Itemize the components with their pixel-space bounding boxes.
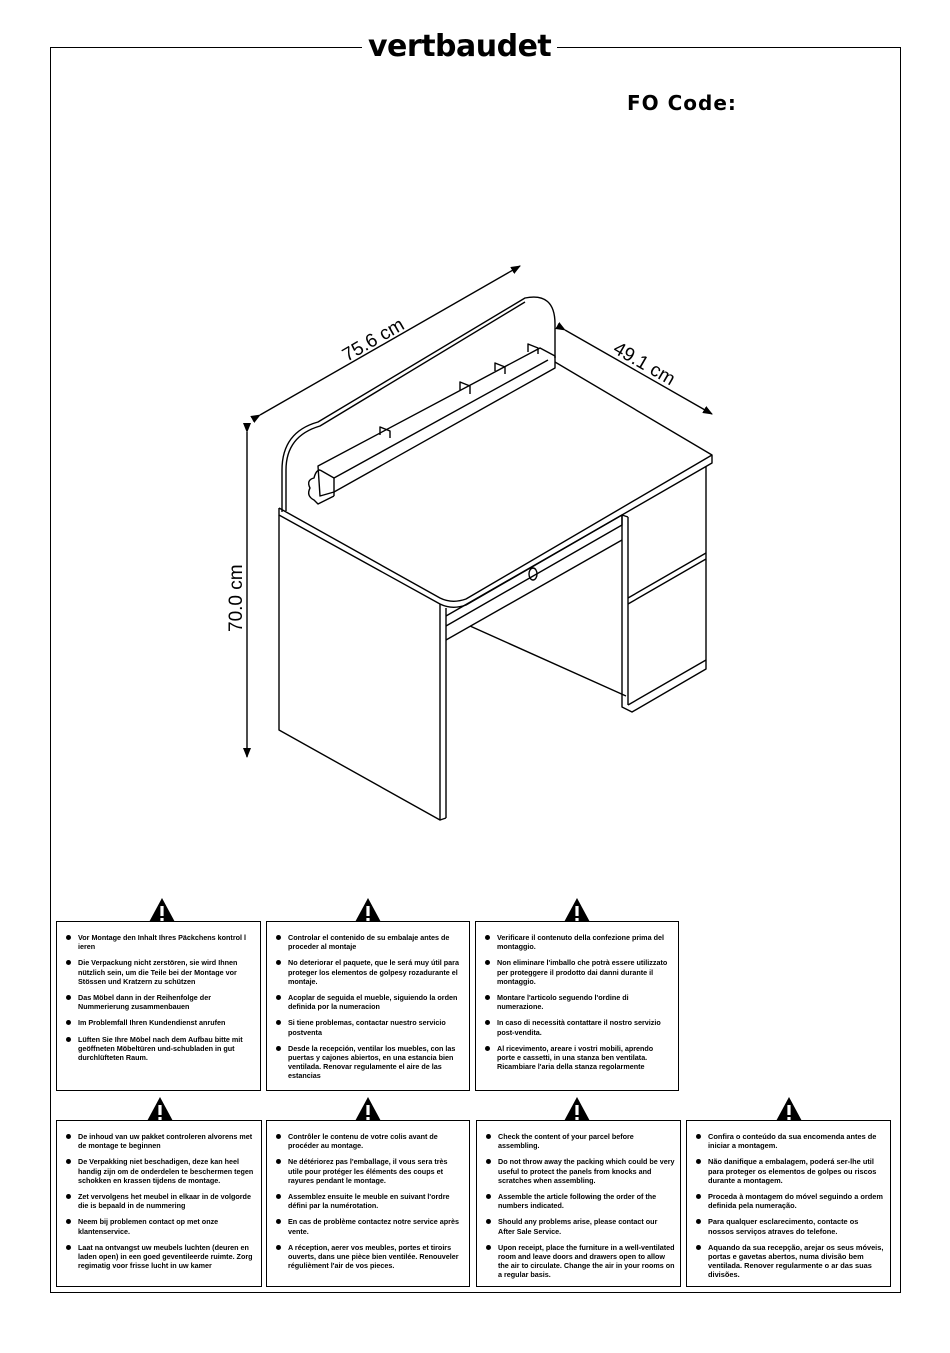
list-item: Lüften Sie Ihre Möbel nach dem Aufbau bi… bbox=[63, 1035, 255, 1063]
list-item: Contrôler le contenu de votre colis avan… bbox=[273, 1132, 464, 1150]
width-dimension-line bbox=[250, 265, 521, 423]
list-item: Montare l'articolo seguendo l'ordine di … bbox=[482, 993, 673, 1011]
fo-code-label: FO Code: bbox=[627, 91, 737, 115]
list-item: Acoplar de seguida el mueble, siguiendo … bbox=[273, 993, 464, 1011]
depth-label: 49.1 cm bbox=[610, 338, 679, 390]
list-item: De inhoud van uw pakket controleren alvo… bbox=[63, 1132, 256, 1150]
list-item: Upon receipt, place the furniture in a w… bbox=[483, 1243, 675, 1280]
warning-triangle-icon bbox=[146, 1097, 174, 1123]
list-item: Para qualquer esclarecimento, contacte o… bbox=[693, 1217, 885, 1236]
desk-drawing: 75.6 cm 49.1 cm 70.0 cm bbox=[226, 265, 713, 821]
list-item: Zet vervolgens het meubel in elkaar in d… bbox=[63, 1192, 256, 1210]
warning-box-fr: Contrôler le contenu de votre colis avan… bbox=[266, 1120, 470, 1287]
warning-triangle-icon bbox=[354, 1097, 382, 1123]
desk-top bbox=[278, 361, 713, 608]
list-item: Controlar el contenido de su embalaje an… bbox=[273, 933, 464, 951]
list-item: Should any problems arise, please contac… bbox=[483, 1217, 675, 1236]
hutch-shelf bbox=[317, 347, 556, 497]
list-item: Vor Montage den Inhalt Ihres Päckchens k… bbox=[63, 933, 255, 951]
brand-logo: vertbaudet bbox=[362, 29, 558, 65]
list-item: A réception, aerer vos meubles, portes e… bbox=[273, 1243, 464, 1271]
warning-box-it: Verificare il contenuto della confezione… bbox=[475, 921, 679, 1091]
list-item: Check the content of your parcel before … bbox=[483, 1132, 675, 1150]
list-item: Confira o conteúdo da sua encomenda ante… bbox=[693, 1132, 885, 1150]
drawer-front bbox=[445, 514, 623, 627]
list-item: Al ricevimento, areare i vostri mobili, … bbox=[482, 1044, 673, 1072]
list-item: De Verpakking niet beschadigen, deze kan… bbox=[63, 1157, 256, 1185]
warning-box-en: Check the content of your parcel before … bbox=[476, 1120, 681, 1287]
left-leg-panel bbox=[278, 515, 441, 821]
list-item: Das Möbel dann in der Reihenfolge der Nu… bbox=[63, 993, 255, 1011]
list-item: Aquando da sua recepção, arejar os seus … bbox=[693, 1243, 885, 1280]
warning-triangle-icon bbox=[354, 898, 382, 924]
height-label: 70.0 cm bbox=[226, 564, 247, 632]
list-item: In caso di necessità contattare il nostr… bbox=[482, 1018, 673, 1037]
list-item: Si tiene problemas, contactar nuestro se… bbox=[273, 1018, 464, 1037]
list-item: Non eliminare l'imballo che potrà essere… bbox=[482, 958, 673, 986]
warning-box-nl: De inhoud van uw pakket controleren alvo… bbox=[56, 1120, 262, 1287]
list-item: Do not throw away the packing which coul… bbox=[483, 1157, 675, 1185]
width-label: 75.6 cm bbox=[339, 314, 408, 366]
list-item: Assemble the article following the order… bbox=[483, 1192, 675, 1210]
warning-box-de: Vor Montage den Inhalt Ihres Päckchens k… bbox=[56, 921, 261, 1091]
list-item: No deteriorar el paquete, que le será mu… bbox=[273, 958, 464, 986]
warning-box-es: Controlar el contenido de su embalaje an… bbox=[266, 921, 470, 1091]
list-item: Neem bij problemen contact op met onze k… bbox=[63, 1217, 256, 1236]
list-item: Proceda à montagem do móvel seguindo a o… bbox=[693, 1192, 885, 1210]
warning-triangle-icon bbox=[775, 1097, 803, 1123]
list-item: Laat na ontvangst uw meubels luchten (de… bbox=[63, 1243, 256, 1271]
drawer-handle bbox=[528, 567, 538, 581]
warning-triangle-icon bbox=[563, 1097, 591, 1123]
list-item: Verificare il contenuto della confezione… bbox=[482, 933, 673, 951]
list-item: Desde la recepción, ventilar los muebles… bbox=[273, 1044, 464, 1081]
depth-dimension-line bbox=[555, 322, 713, 415]
list-item: Assemblez ensuite le meuble en suivant l… bbox=[273, 1192, 464, 1210]
list-item: Ne détériorez pas l'emballage, il vous s… bbox=[273, 1157, 464, 1185]
warning-triangle-icon bbox=[148, 898, 176, 924]
side-cabinet bbox=[621, 466, 707, 713]
list-item: Im Problemfall Ihren Kundendienst anrufe… bbox=[63, 1018, 255, 1027]
list-item: En cas de problème contactez notre servi… bbox=[273, 1217, 464, 1236]
list-item: Não danifique a embalagem, poderá ser-lh… bbox=[693, 1157, 885, 1185]
warning-box-pt: Confira o conteúdo da sua encomenda ante… bbox=[686, 1120, 891, 1287]
cabinet-shelf bbox=[627, 552, 707, 605]
hutch-back-panel bbox=[281, 296, 556, 512]
list-item: Die Verpackung nicht zerstören, sie wird… bbox=[63, 958, 255, 986]
warning-triangle-icon bbox=[563, 898, 591, 924]
